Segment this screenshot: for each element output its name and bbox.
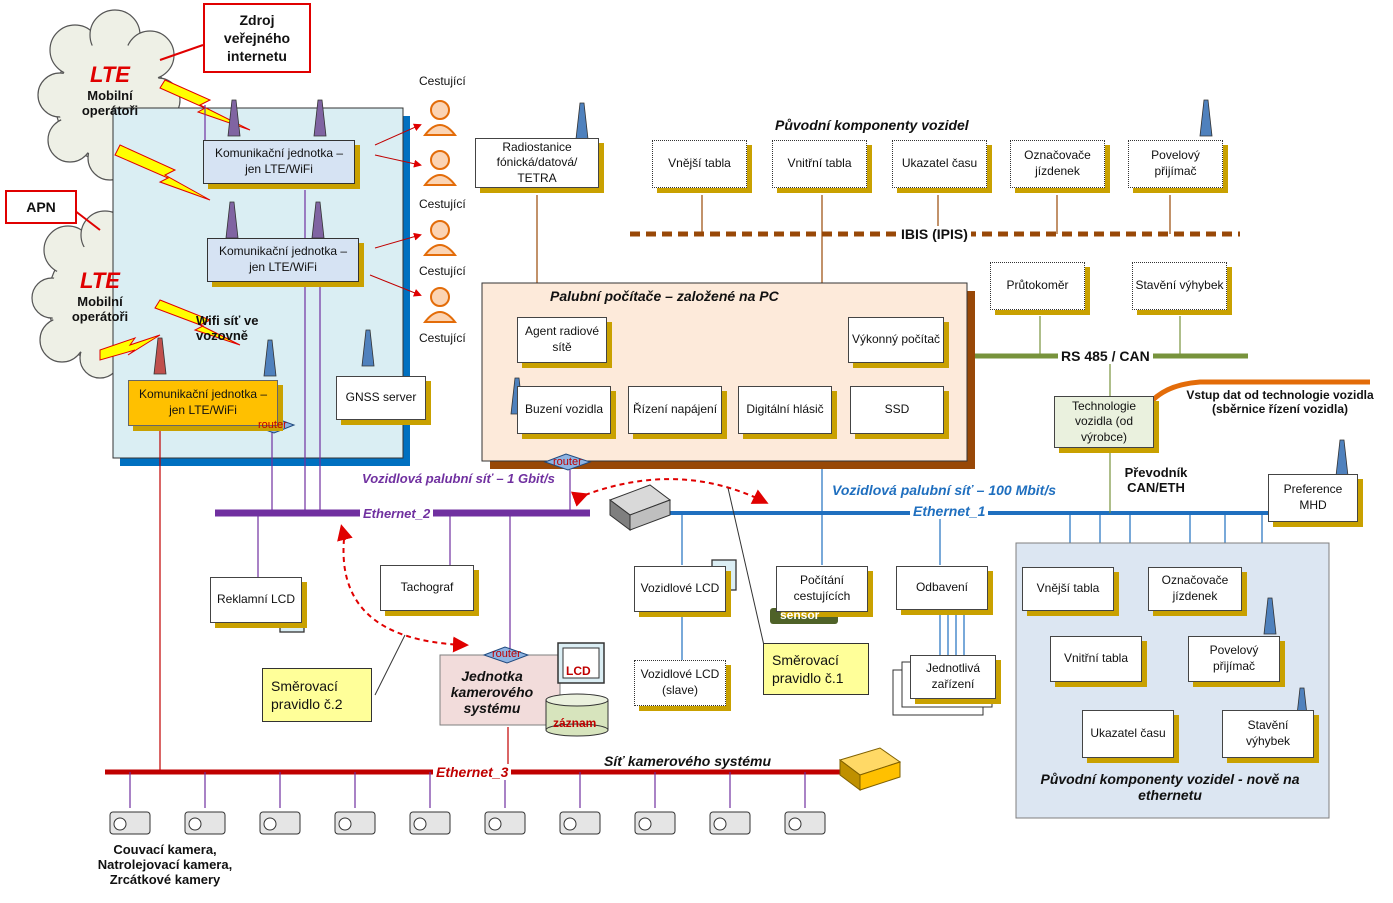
ibis-bus-label: IBIS (IPIS) [898,226,971,242]
radio-station: Radiostanice fónická/datová/ TETRA [475,138,599,188]
can-input-label: Vstup dat od technologie vozidla (sběrni… [1186,388,1374,416]
eth1-label: Ethernet_1 [910,503,989,519]
original-components-title: Původní komponenty vozidel [775,117,969,133]
advertising-lcd: Reklamní LCD [210,577,302,623]
pc-box [481,282,968,462]
passenger-label: Cestující [419,74,466,88]
component-ticket-validator: Označovače jízdenek [1010,140,1105,188]
comm-unit-3: Komunikační jednotka – jen LTE/WiFi [128,380,278,426]
eth-time-display: Ukazatel času [1082,710,1174,758]
cameras-caption: Couvací kamera, Natrolejovací kamera, Zr… [97,842,233,887]
camera-unit-title: Jednotka kamerového systému [450,668,534,716]
pc-module-vehicle-excitation: Buzení vozidla [517,386,611,434]
lte-label: LTE [90,62,130,87]
eth3-label: Ethernet_3 [433,764,512,780]
pc-module-power-control: Řízení napájení [628,386,722,434]
lightning-2 [114,144,211,201]
passenger-counting: Počítání cestujících [776,566,868,612]
internet-callout: Zdroj veřejného internetu [203,3,311,73]
can-eth-converter-label: Převodník CAN/ETH [1124,465,1188,495]
apn-callout: APN [5,190,77,224]
camera-unit-box [439,654,561,726]
gnss-server: GNSS server [336,376,426,420]
routing-rule-2: Směrovací pravidlo č.2 [262,668,372,722]
eth1-title: Vozidlová palubní síť – 100 Mbit/s [832,482,1057,498]
eth2-label: Ethernet_2 [360,506,434,521]
eth2-title: Vozidlová palubní síť – 1 Gbit/s [362,471,555,486]
sensor-box [770,608,838,624]
operators-label: Mobilní operátoři [71,294,129,324]
recording-label: záznam [553,716,597,730]
pc-router-label: router [553,456,582,468]
vehicle-lcd: Vozidlové LCD [634,566,726,612]
preference-mhd: Preference MHD [1268,474,1358,522]
pc-module-radio-agent: Agent radiové sítě [517,317,607,363]
passenger-icons [422,100,458,323]
component-command-receiver: Povelový přijímač [1128,140,1223,188]
wifi-label: Wifi síť ve vozovně [196,313,259,343]
eth-switch-setting: Stavění výhybek [1222,710,1314,758]
vehicle-lcd-slave: Vozidlové LCD (slave) [634,660,726,706]
pc-module-main-computer: Výkonný počítač [848,317,944,363]
component-time-display: Ukazatel času [892,140,987,188]
sensor-label: sensor [780,608,820,622]
antennas [225,99,327,239]
camera-lcd-label: LCD [566,664,591,678]
fare-collection: Odbavení [896,566,988,610]
lightning-1 [159,79,251,131]
router-label: router [258,419,287,431]
individual-devices: Jednotlivá zařízení [910,655,996,699]
lightning-3 [154,299,241,346]
pc-title: Palubní počítače – založené na PC [550,288,779,304]
comm-unit-1: Komunikační jednotka – jen LTE/WiFi [203,140,355,184]
component-interior-panel: Vnitřní tabla [772,140,867,188]
eth-command-receiver: Povelový přijímač [1188,636,1280,682]
vehicle-technology: Technologie vozidla (od výrobce) [1054,396,1154,448]
passenger-label: Cestující [419,331,466,345]
eth-exterior-panel: Vnější tabla [1022,567,1114,611]
lightning-4 [99,334,161,361]
eth-interior-panel: Vnitřní tabla [1050,636,1142,682]
cloud-label-2: LTE Mobilní operátoři [55,268,145,324]
eth-components-title: Původní komponenty vozidel - nově na eth… [1040,771,1300,803]
eth-ticket-validator: Označovače jízdenek [1148,567,1242,611]
switch-eth1 [608,484,672,531]
pc-module-ssd: SSD [850,386,944,434]
storage-cylinder [545,693,609,737]
passenger-label: Cestující [419,197,466,211]
camera-router-label: router [492,648,521,660]
rs485-bus-label: RS 485 / CAN [1058,348,1153,364]
lcd-monitor-icon [557,642,605,684]
pc-module-digital-announcer: Digitální hlásič [738,386,832,434]
flowmeter: Průtokoměr [990,262,1085,310]
comm-unit-2: Komunikační jednotka – jen LTE/WiFi [207,238,359,282]
passenger-label: Cestující [419,264,466,278]
operators-label: Mobilní operátoři [81,88,139,118]
routing-rule-1: Směrovací pravidlo č.1 [763,643,869,695]
lte-label: LTE [80,268,120,293]
component-exterior-panel: Vnější tabla [652,140,747,188]
camera-network-label: Síť kamerového systému [604,753,772,769]
cloud-label-1: LTE Mobilní operátoři [65,62,155,118]
switch-eth3 [838,747,902,791]
tachograph: Tachograf [380,565,474,611]
camera-icons [109,811,826,835]
switch-setting: Stavění výhybek [1132,262,1227,310]
